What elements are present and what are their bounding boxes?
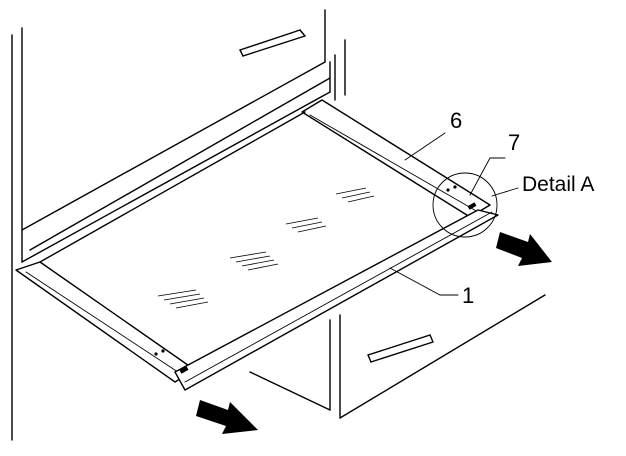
glass-shelf [15, 99, 499, 391]
callout-1: 1 [462, 283, 474, 308]
leader-line-detail [491, 187, 519, 197]
leader-line-7 [469, 157, 506, 196]
arrow-right-icon [496, 232, 552, 266]
arrow-right-icon [196, 400, 258, 434]
leader-line-6 [404, 132, 446, 161]
upper-drawer-handle [239, 29, 306, 57]
lower-cabinet [249, 294, 546, 419]
leader-line-1 [389, 267, 459, 296]
callout-6: 6 [450, 108, 462, 133]
callout-7: 7 [508, 130, 520, 155]
cabinet-wall [11, 9, 346, 441]
detail-a-label: Detail A [522, 173, 594, 196]
detail-a-circle [432, 172, 498, 238]
